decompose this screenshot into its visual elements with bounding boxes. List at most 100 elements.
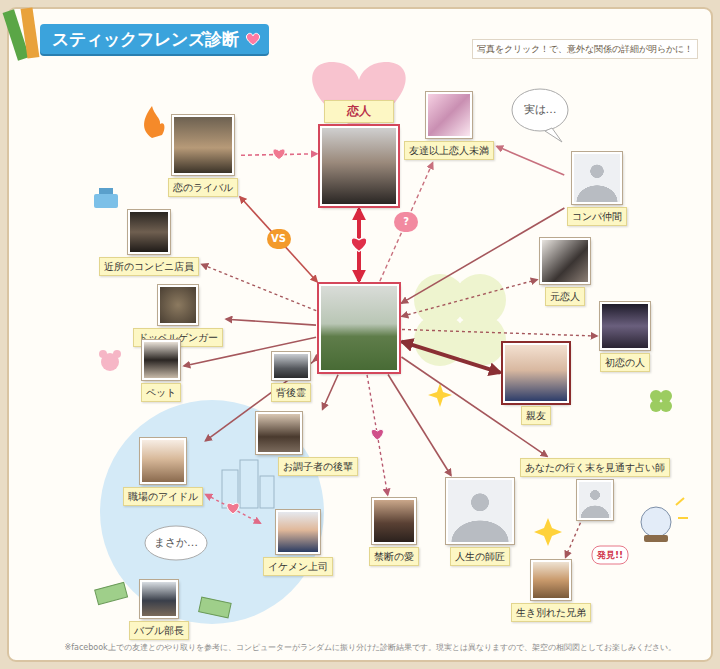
crystal-ball-stand [644, 535, 668, 542]
friend-card: 初恋の人 [600, 302, 650, 372]
connector-group [184, 146, 597, 557]
friend-card: 人生の師匠 [446, 478, 514, 566]
relation-arrow [402, 280, 537, 317]
edge-badge: ? [394, 212, 418, 232]
speech-bubble-tail [545, 128, 562, 142]
friend-card: あなたの行く末を見通す占い師 [520, 458, 670, 520]
sparkle [676, 498, 684, 505]
profile-photo [577, 480, 613, 520]
heading-note: 恋人 [324, 100, 394, 123]
register-icon [94, 194, 118, 208]
name-note: イケメン上司 [263, 557, 333, 576]
relation-arrow [566, 523, 581, 557]
bubble-text: まさか… [154, 536, 198, 550]
friend-card: イケメン上司 [263, 510, 333, 576]
friend-card: 友達以上恋人未満 [404, 92, 494, 160]
profile-photo [140, 438, 186, 484]
profile-photo [426, 92, 472, 138]
speech-bubble [592, 546, 628, 564]
profile-photo [320, 126, 398, 206]
clover-leaf [454, 314, 506, 366]
sparkle [428, 383, 452, 407]
crystal-ball [641, 507, 671, 537]
name-note: 禁断の愛 [369, 547, 419, 566]
profile-photo [572, 152, 622, 204]
panel [8, 8, 712, 661]
heart-mark [227, 503, 239, 514]
building [222, 470, 238, 508]
relation-arrow [323, 375, 338, 410]
profile-photo [140, 580, 178, 618]
heart-shape [312, 62, 406, 130]
name-note: 背後霊 [271, 383, 311, 402]
relation-arrow [402, 329, 597, 336]
banknote [199, 597, 231, 618]
friend-card: 元恋人 [540, 238, 590, 306]
relation-arrow [226, 319, 316, 325]
friend-card: 禁断の愛 [369, 498, 419, 566]
heart-icon [246, 33, 259, 45]
friend-card: コンパ仲間 [567, 152, 627, 226]
pet-icon [99, 350, 107, 358]
relation-arrow [367, 375, 388, 495]
relation-arrow [202, 264, 316, 310]
profile-photo [600, 302, 650, 350]
friend-card [319, 284, 399, 372]
name-note: お調子者の後輩 [278, 457, 358, 476]
name-note: 親友 [521, 406, 551, 425]
profile-photo [276, 510, 320, 554]
profile-photo [142, 340, 180, 380]
pet-icon [113, 350, 121, 358]
friend-card: 生き別れた兄弟 [511, 560, 591, 622]
profile-photo [272, 352, 310, 380]
name-note: 人生の師匠 [450, 547, 510, 566]
office-circle [100, 400, 324, 624]
name-note: ペット [141, 383, 181, 402]
name-note: 職場のアイドル [123, 487, 203, 506]
profile-photo [531, 560, 571, 600]
name-note: バブル部長 [129, 621, 189, 640]
profile-photo [256, 412, 302, 454]
friend-card: ドッペルゲンガー [133, 285, 223, 347]
bubble-text: 発見!! [597, 549, 623, 561]
friend-card: 背後霊 [271, 352, 311, 402]
name-note: コンパ仲間 [567, 207, 627, 226]
profile-photo [372, 498, 416, 544]
name-note: 元恋人 [545, 287, 585, 306]
friend-card: バブル部長 [129, 580, 189, 640]
friend-card: ペット [141, 340, 181, 402]
sparkle [534, 518, 562, 546]
name-note: 生き別れた兄弟 [511, 603, 591, 622]
heart-mark [273, 149, 285, 160]
friend-card: 親友 [503, 343, 569, 425]
profile-photo [540, 238, 590, 284]
edge-badge: VS [267, 229, 291, 249]
building [240, 460, 258, 508]
profile-photo [172, 115, 234, 175]
friend-card: 恋人 [320, 100, 398, 206]
profile-photo [128, 210, 170, 254]
bubble-text: 実は… [524, 103, 557, 117]
stick-pack [21, 7, 40, 58]
name-note: 友達以上恋人未満 [404, 141, 494, 160]
banknote [95, 582, 128, 604]
name-note: 初恋の人 [600, 353, 650, 372]
heart-mark [371, 429, 383, 440]
sparkle [678, 517, 688, 519]
speech-bubble [512, 89, 568, 131]
friend-card: 職場のアイドル [123, 438, 203, 506]
profile-photo [158, 285, 198, 325]
relation-arrow [497, 146, 564, 175]
relation-arrow [240, 197, 317, 282]
friend-card: 恋のライバル [168, 115, 238, 197]
relation-arrow [206, 494, 261, 523]
name-note: 近所のコンビニ店員 [99, 257, 199, 276]
footnote: ※facebook上での友達とのやり取りを参考に、コンピューターがランダムに振り… [65, 642, 676, 653]
profile-photo [319, 284, 399, 372]
hint-note: 写真をクリック！で、意外な関係の詳細が明らかに！ [472, 39, 698, 59]
name-note: あなたの行く末を見通す占い師 [520, 458, 670, 477]
friend-card: お調子者の後輩 [256, 412, 358, 476]
clover-leaf [660, 400, 672, 412]
heart-mark [351, 238, 367, 252]
